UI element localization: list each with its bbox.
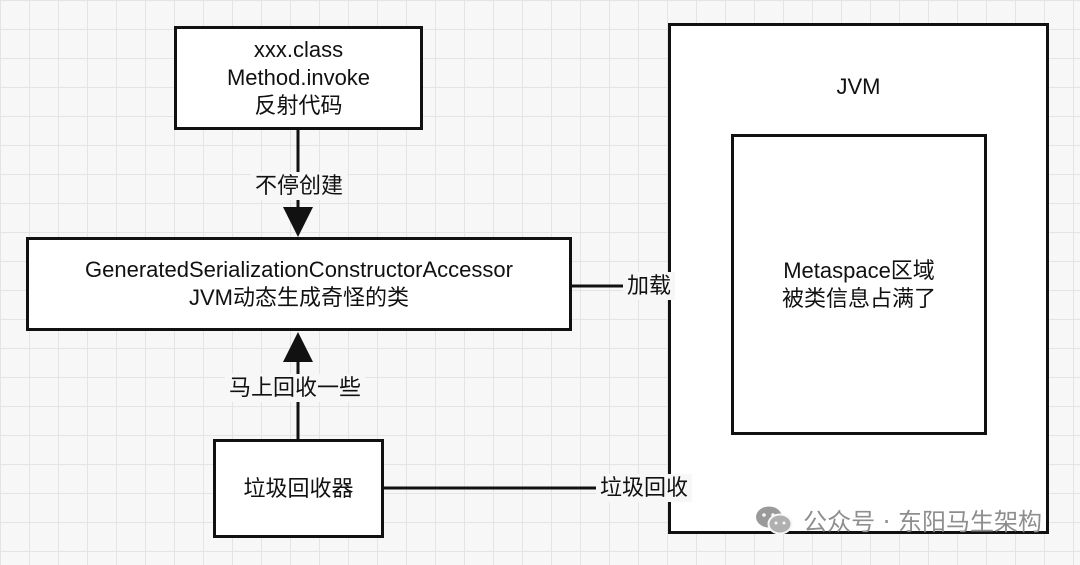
class-box-line3: 反射代码	[254, 93, 343, 118]
watermark-text: 公众号 · 东阳马生架构	[803, 508, 1042, 536]
metaspace-box: Metaspace区域 被类信息占满了	[731, 134, 987, 435]
class-box: xxx.class Method.invoke 反射代码	[174, 26, 423, 130]
edge-label-gc: 垃圾回收	[596, 474, 693, 502]
metaspace-box-line1: Metaspace区域	[783, 257, 935, 283]
accessor-box-line1: GeneratedSerializationConstructorAccesso…	[85, 257, 513, 282]
gc-box-label: 垃圾回收器	[243, 475, 354, 501]
gc-box: 垃圾回收器	[213, 439, 384, 538]
edge-label-load: 加载	[623, 272, 676, 300]
edge-label-reclaim: 马上回收一些	[225, 374, 366, 402]
wechat-icon	[756, 506, 793, 534]
class-box-line2: Method.invoke	[226, 65, 371, 90]
edge-label-create: 不停创建	[251, 172, 348, 200]
accessor-box-line2: JVM动态生成奇怪的类	[188, 285, 409, 310]
metaspace-box-line2: 被类信息占满了	[781, 285, 936, 311]
watermark: 公众号 · 东阳马生架构	[755, 502, 1042, 537]
class-box-line1: xxx.class	[253, 37, 344, 62]
jvm-box-title: JVM	[836, 74, 881, 99]
accessor-box: GeneratedSerializationConstructorAccesso…	[26, 237, 572, 331]
